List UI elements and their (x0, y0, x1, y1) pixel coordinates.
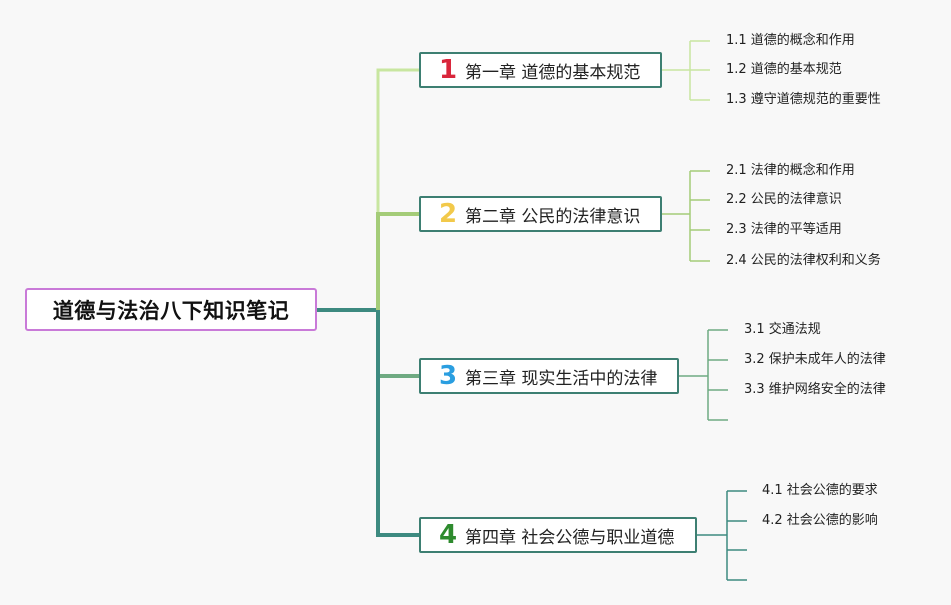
chapter-label-3: 第三章 现实生活中的法律 (465, 368, 658, 389)
chapter-number-3: 3 (439, 361, 458, 391)
section-item[interactable]: 3.2 保护未成年人的法律 (744, 352, 886, 367)
chapter-node-1[interactable]: 1 第一章 道德的基本规范 (419, 52, 662, 88)
section-connectors-2 (662, 170, 710, 262)
section-item[interactable]: 2.1 法律的概念和作用 (726, 163, 855, 178)
section-item[interactable]: 4.1 社会公德的要求 (762, 483, 878, 498)
chapter-node-4[interactable]: 4 第四章 社会公德与职业道德 (419, 517, 697, 553)
connector-branch-1 (376, 68, 420, 310)
chapter-number-2: 2 (439, 199, 458, 229)
section-item[interactable]: 1.1 道德的概念和作用 (726, 33, 855, 48)
section-item[interactable]: 2.3 法律的平等适用 (726, 222, 842, 237)
section-item[interactable]: 3.1 交通法规 (744, 322, 821, 337)
section-item[interactable]: 1.3 遵守道德规范的重要性 (726, 92, 881, 107)
chapter-number-4: 4 (439, 520, 458, 550)
connector-branch-2 (376, 212, 420, 310)
connector-branch-3 (376, 310, 420, 378)
connector-branch-4 (376, 310, 420, 537)
section-connectors-3 (679, 329, 728, 421)
chapter-node-2[interactable]: 2 第二章 公民的法律意识 (419, 196, 662, 232)
root-node[interactable]: 道德与法治八下知识笔记 (25, 288, 317, 331)
section-item[interactable]: 4.2 社会公德的影响 (762, 513, 878, 528)
section-connectors-4 (697, 490, 747, 581)
chapter-number-1: 1 (439, 55, 458, 85)
section-item[interactable]: 1.2 道德的基本规范 (726, 62, 842, 77)
section-connectors-1 (662, 40, 710, 101)
chapter-label-4: 第四章 社会公德与职业道德 (465, 527, 675, 548)
root-title: 道德与法治八下知识笔记 (52, 298, 290, 323)
chapter-label-2: 第二章 公民的法律意识 (465, 206, 641, 227)
section-item[interactable]: 2.2 公民的法律意识 (726, 192, 842, 207)
section-item[interactable]: 3.3 维护网络安全的法律 (744, 382, 886, 397)
chapter-label-1: 第一章 道德的基本规范 (465, 62, 641, 83)
chapter-node-3[interactable]: 3 第三章 现实生活中的法律 (419, 358, 679, 394)
section-item[interactable]: 2.4 公民的法律权利和义务 (726, 253, 881, 268)
